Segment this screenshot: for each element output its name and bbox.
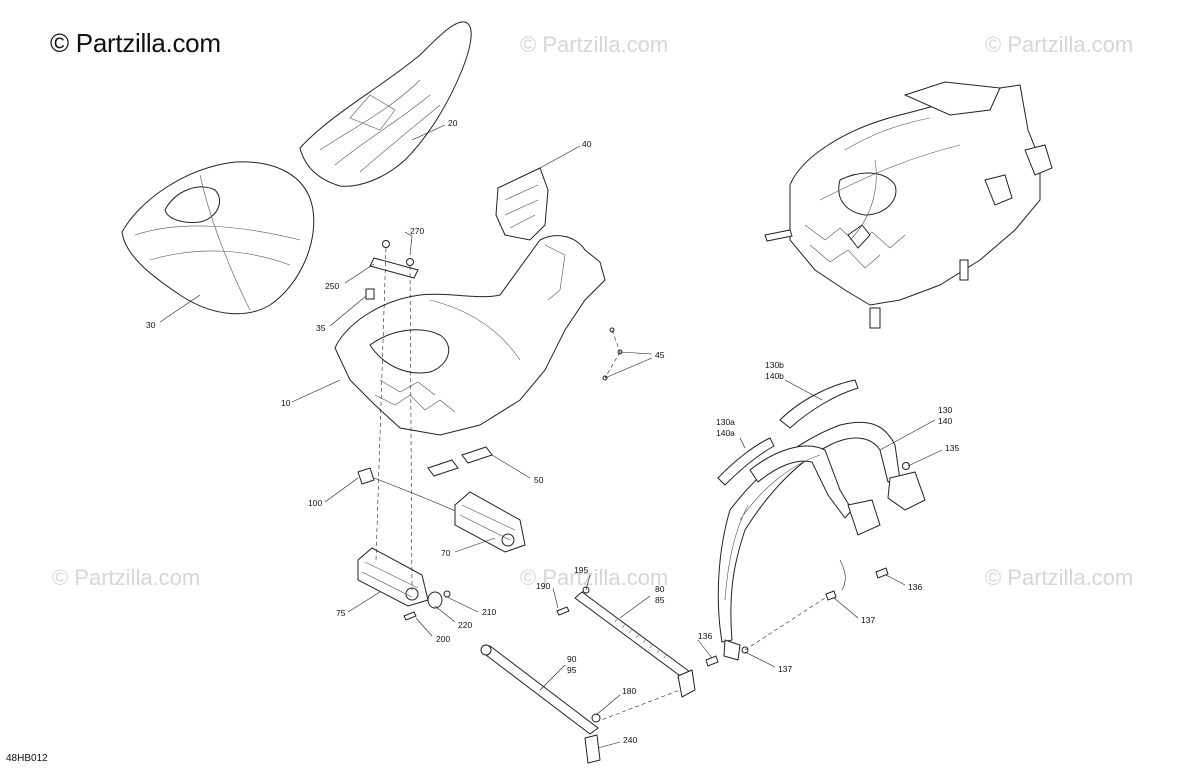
callout-140: 140 <box>938 416 952 426</box>
callout-130: 130 <box>938 405 952 415</box>
bracket-plate-part <box>369 240 419 279</box>
adjuster-tube-part <box>556 586 696 698</box>
callout-240: 240 <box>623 735 637 745</box>
watermark-ghost: © Partzilla.com <box>985 32 1134 57</box>
bolt-part <box>705 655 719 667</box>
callout-137-right: 137 <box>861 615 875 625</box>
callout-labels: 20 30 40 270 250 35 45 10 50 100 70 75 2… <box>146 118 959 745</box>
callout-90: 90 <box>567 654 577 664</box>
belt-trim-upper-part <box>779 379 859 429</box>
callout-140a: 140a <box>716 428 735 438</box>
anchor-bolts-part <box>741 559 889 654</box>
callout-30: 30 <box>146 320 156 330</box>
callout-190: 190 <box>536 581 550 591</box>
callout-270: 270 <box>410 226 424 236</box>
cable-clip-part <box>357 467 459 513</box>
callout-200: 200 <box>436 634 450 644</box>
watermark-ghost: © Partzilla.com <box>520 565 669 590</box>
callout-136-right: 136 <box>908 582 922 592</box>
callout-35: 35 <box>316 323 326 333</box>
callout-130a: 130a <box>716 417 735 427</box>
callout-250: 250 <box>325 281 339 291</box>
bushing-part <box>403 590 451 621</box>
clip-part <box>365 288 375 300</box>
callout-100: 100 <box>308 498 322 508</box>
headrest-pad-part <box>495 167 549 241</box>
callout-137-left: 137 <box>778 664 792 674</box>
seat-rail-right-part <box>454 491 526 553</box>
callout-140b: 140b <box>765 371 784 381</box>
callout-220: 220 <box>458 620 472 630</box>
seat-cushion-part <box>121 161 315 315</box>
callout-45: 45 <box>655 350 665 360</box>
adhesive-pads-part <box>427 446 493 477</box>
callout-135: 135 <box>945 443 959 453</box>
watermark-ghost: © Partzilla.com <box>520 32 669 57</box>
callout-136-center: 136 <box>698 631 712 641</box>
lower-bar-part <box>480 644 601 764</box>
callout-180: 180 <box>622 686 636 696</box>
callout-75: 75 <box>336 608 346 618</box>
callout-95: 95 <box>567 665 577 675</box>
callout-leaders <box>159 124 943 749</box>
callout-210: 210 <box>482 607 496 617</box>
callout-80: 80 <box>655 584 665 594</box>
belt-trim-lower-part <box>717 437 775 486</box>
watermark-main: © Partzilla.com <box>50 28 221 58</box>
backrest-cushion-part <box>299 21 472 187</box>
seat-rail-left-part <box>357 547 429 607</box>
callout-130b: 130b <box>765 360 784 370</box>
diagram-code: 48HB012 <box>6 753 48 764</box>
watermark-ghost: © Partzilla.com <box>985 565 1134 590</box>
callout-40: 40 <box>582 139 592 149</box>
callout-10: 10 <box>281 398 291 408</box>
assembly-dashed-lines <box>375 247 826 723</box>
seat-shell-part <box>334 235 606 436</box>
callout-85: 85 <box>655 595 665 605</box>
harness-assembly-part <box>717 421 926 661</box>
assembled-seat-view <box>764 81 1053 329</box>
callout-20: 20 <box>448 118 458 128</box>
callout-50: 50 <box>534 475 544 485</box>
watermark-ghost: © Partzilla.com <box>52 565 201 590</box>
callout-195: 195 <box>574 565 588 575</box>
callout-70: 70 <box>441 548 451 558</box>
